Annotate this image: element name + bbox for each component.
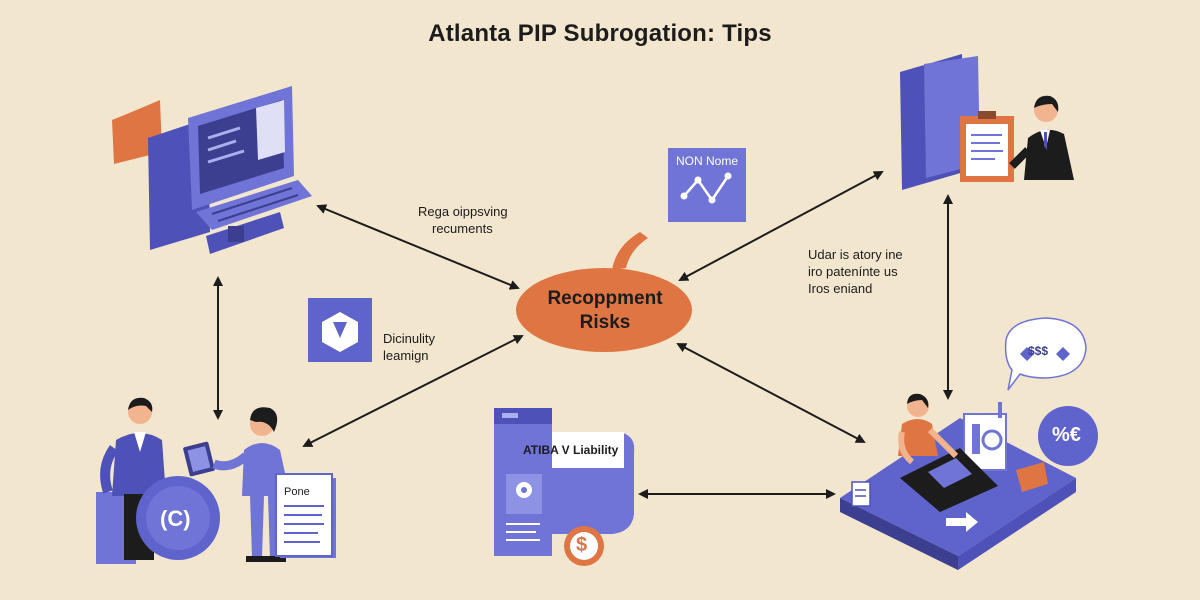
computer-base [206,212,284,254]
diamond-left-icon [1020,347,1034,361]
center-line2: Risks [579,312,631,333]
platform-left [840,498,958,570]
label-top-left-line1: Rega oippsving [418,204,508,219]
center-ellipse [516,268,692,352]
agent-hair [1034,95,1059,112]
orange-box [1016,462,1048,492]
label-top-left: Rega oippsving recuments [418,203,508,237]
platform-right [958,478,1076,570]
arrow-center-to-agent [678,171,884,281]
screen-text-lines [207,126,245,164]
clipboard-lines [971,134,1003,160]
label-left-line1: Dicinulity [383,331,436,346]
diamond-right-icon [1056,347,1070,361]
antenna [998,402,1002,418]
agent-illustration [900,54,1074,190]
arrow-center-to-workstation [676,343,866,443]
doc-on-platform [851,481,871,507]
agent-body [1024,129,1074,180]
arrow-on-platform-icon [946,512,978,532]
badge-chart-line-icon [683,175,730,203]
people-illustration [96,397,336,564]
connector-arrows [213,171,953,499]
workstation-illustration [840,317,1098,570]
chart-badge [668,148,746,222]
computer-illustration [112,86,312,254]
coin-dollar-symbol: $ [576,534,588,556]
label-left-line2: leamign [383,348,429,363]
keyboard-keys [211,187,299,222]
computer-screen-panel [256,100,285,160]
label-left: Dicinulity leamign [383,330,435,364]
bubble-symbol: $$$ [1028,344,1049,358]
computer-stand [228,226,244,242]
percent-euro-icon: %€ [1052,424,1081,446]
label-right-line3: Iros eniand [808,281,873,296]
label-right-line1: Udar is atory ine [808,247,903,262]
disc-symbol: (C) [160,506,191,531]
phone-lines [506,523,540,541]
paper-lines [284,505,324,543]
paper-label: Pone [284,486,310,498]
laptop-screen [928,458,972,488]
currency-badge [1038,406,1098,466]
hex-badge [308,298,372,362]
label-right-line2: iro patenínte us [808,264,898,279]
document-label: ATIBA V Liability [523,443,619,457]
liability-document-illustration [494,408,635,566]
arrow-center-to-people [302,335,524,447]
badge-top-label: NON Nome [676,154,739,168]
center-node-label: Recoppment Risks [520,287,690,335]
speech-bubble [1004,317,1087,391]
center-node [516,232,692,352]
computer-keyboard [196,180,312,230]
man-body [112,433,166,496]
label-top-left-line2: recuments [432,221,493,236]
woman-legs [250,496,280,558]
center-pointer-tail [612,232,648,270]
worker-body [898,419,938,456]
arrow-computer-to-center [316,204,520,290]
page-title: Atlanta PIP Subrogation: Tips [428,20,772,47]
center-line1: Recoppment [547,288,663,309]
label-right: Udar is atory ine iro patenínte us Iros … [808,246,903,297]
